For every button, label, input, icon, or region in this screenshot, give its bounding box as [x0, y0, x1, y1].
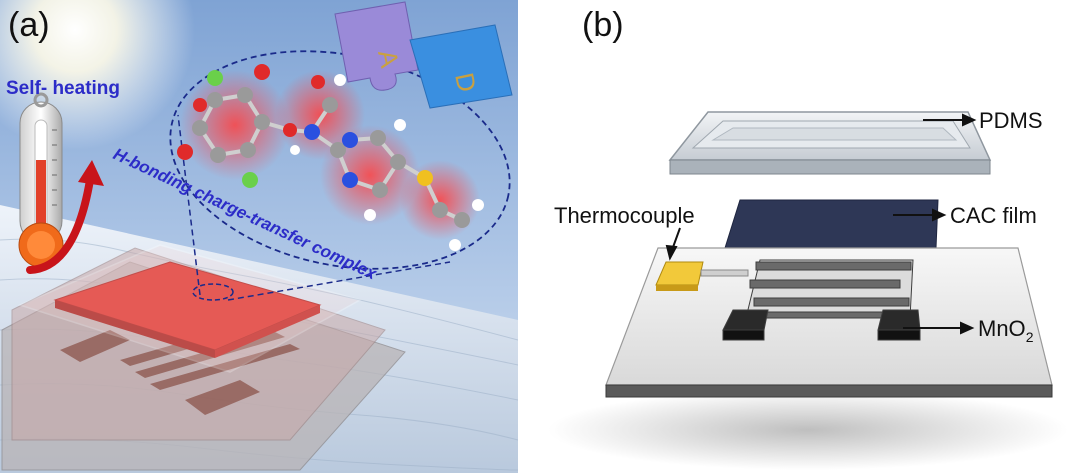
- mno2-label: MnO2: [978, 316, 1034, 345]
- panel-b-illustration: (b) PDMS CAC film Thermocouple MnO2: [518, 0, 1080, 473]
- substrate-shadow: [548, 390, 1068, 470]
- mno2-label-subscript: 2: [1026, 329, 1034, 345]
- panel-a-label: (a): [8, 6, 50, 44]
- panel-a: A D (a) Self- heating H-bonding charge-t…: [0, 0, 518, 473]
- thermocouple-label: Thermocouple: [554, 203, 695, 228]
- panel-b-label: (b): [582, 6, 624, 44]
- cac-film-label: CAC film: [950, 203, 1037, 228]
- mno2-label-main: MnO: [978, 316, 1026, 341]
- panel-b: (b) PDMS CAC film Thermocouple MnO2: [518, 0, 1080, 473]
- pdms-label: PDMS: [979, 108, 1043, 133]
- thermometer-icon: [19, 94, 63, 267]
- pdms-layer: [670, 112, 990, 174]
- panel-a-illustration: A D (a) Self- heating H-bonding charge-t…: [0, 0, 518, 473]
- self-heating-label: Self- heating: [6, 78, 120, 99]
